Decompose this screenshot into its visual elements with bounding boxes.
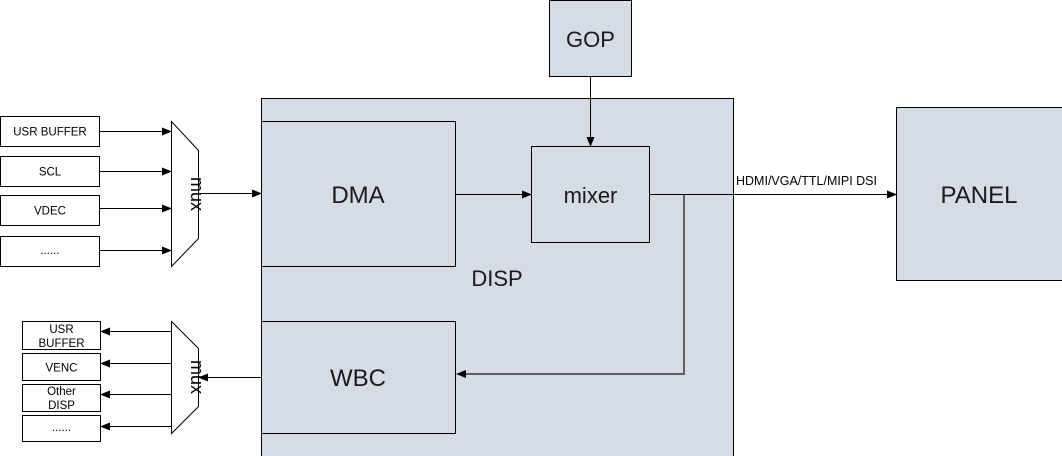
svg-text:......: ...... [52,422,71,434]
svg-text:SCL: SCL [39,167,62,179]
output-mux-label: mux [187,360,207,394]
input-source-scl: SCL [0,156,100,187]
output-sink-venc: VENC [22,353,101,381]
svg-text:USR BUFFER: USR BUFFER [13,127,86,139]
mixer-panel-link-label: HDMI/VGA/TTL/MIPI DSI [736,174,877,188]
output-sink-other-disp: Other DISP [22,384,101,412]
svg-text:DISP: DISP [48,400,75,412]
svg-text:BUFFER: BUFFER [39,338,85,350]
dma-block: DMA [261,121,456,267]
mixer-block: mixer [531,146,650,243]
input-source-usr-buffer: USR BUFFER [0,116,100,147]
gop-label: GOP [566,27,615,52]
svg-text:USR: USR [49,324,73,336]
disp-label: DISP [471,266,522,291]
wbc-block: WBC [261,321,456,434]
output-mux: mux [171,320,207,435]
output-sink-usr-buffer: USR BUFFER [22,321,101,350]
input-mux-label: mux [187,177,207,211]
svg-text:......: ...... [40,245,59,257]
panel-label: PANEL [941,182,1018,209]
wbc-label: WBC [330,365,386,392]
mixer-label: mixer [564,183,618,208]
dma-label: DMA [331,182,384,209]
svg-text:Other: Other [47,386,76,398]
input-mux: mux [171,120,207,268]
arrow-mixer-to-wbc [458,195,685,375]
panel-block: PANEL [896,107,1062,281]
output-sink-more: ...... [22,415,101,442]
input-source-vdec: VDEC [0,195,100,226]
svg-text:VDEC: VDEC [34,206,66,218]
svg-text:VENC: VENC [46,363,78,375]
arrowhead-wbc [456,370,466,378]
input-source-more: ...... [0,236,100,267]
gop-block: GOP [549,0,632,77]
